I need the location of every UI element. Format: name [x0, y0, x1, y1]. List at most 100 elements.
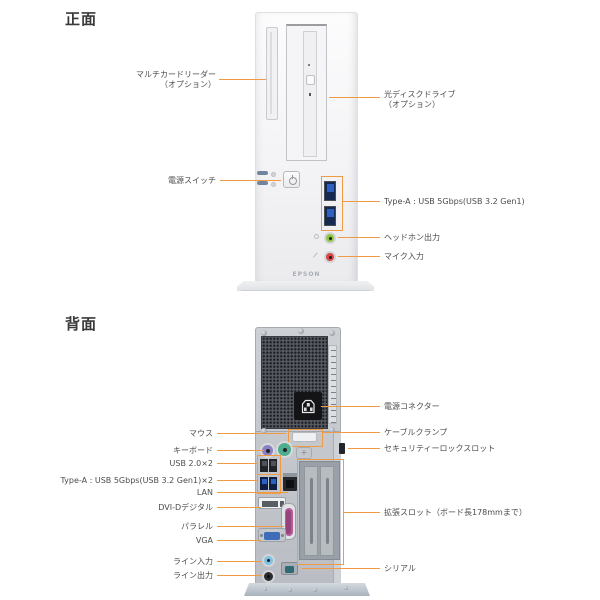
line-out-jack: [262, 570, 275, 583]
front-usb-tongue-2: [326, 209, 334, 217]
leader-power-switch: [220, 180, 281, 181]
usb3-port-1: [260, 477, 268, 490]
front-usb-tongue-1: [326, 184, 334, 192]
leader-mouse: [217, 433, 286, 434]
leader-usb2: [217, 463, 258, 464]
screw-mid-left: [261, 428, 267, 434]
label-power-connector: 電源コネクター: [384, 402, 440, 411]
leader-serial: [302, 568, 380, 569]
power-inlet-graphic: [294, 392, 322, 420]
front-stand-edge: [241, 290, 370, 291]
label-line-in: ライン入力: [173, 557, 213, 566]
cable-clamp: [292, 432, 317, 442]
usb2-highlight-box: [257, 455, 281, 475]
usb3-highlight-box: [257, 474, 281, 494]
label-parallel: パラレル: [181, 522, 213, 531]
screw-top-right: [329, 330, 335, 336]
line-in-jack: [262, 554, 275, 567]
headphone-jack-hole: [328, 236, 332, 240]
expansion-slot-cover-2: [320, 466, 334, 556]
vga-screw-right: [281, 534, 284, 537]
label-power-switch: 電源スイッチ: [168, 176, 216, 185]
security-lock-slot: [339, 443, 345, 454]
label-optical-line1: 光ディスクドライブ: [384, 90, 456, 99]
leader-security-lock: [348, 448, 380, 449]
usb2-port-2: [269, 459, 277, 472]
rear-panel-seam: [256, 431, 340, 432]
lan-port-shield: [283, 473, 297, 477]
label-mic: マイク入力: [384, 252, 424, 261]
epson-logo: EPSON: [292, 271, 321, 278]
led-dot-2: [271, 181, 276, 187]
expansion-slot-hole-2: [326, 478, 329, 544]
usb2-port-1: [260, 459, 268, 472]
serial-port: [281, 562, 298, 575]
vga-dsub: [264, 531, 280, 540]
leader-line-out: [217, 575, 262, 576]
usb3-tongue-1: [261, 479, 267, 484]
power-button: [283, 171, 300, 188]
mic-jack: [324, 251, 336, 263]
power-icon: [288, 176, 297, 185]
front-section-title: 正面: [65, 10, 98, 28]
label-vga: VGA: [195, 536, 213, 545]
card-reader-slot: [266, 27, 278, 120]
ps2-mouse-pin: [282, 447, 287, 452]
dvi-port: [258, 497, 286, 509]
label-optical: 光ディスクドライブ （オプション）: [384, 90, 455, 109]
usb2-tongue-2: [270, 461, 276, 466]
headphone-jack: [324, 232, 336, 244]
lan-port-hole: [286, 480, 294, 488]
label-mouse: マウス: [189, 429, 213, 438]
stand-screw-1: [263, 587, 267, 591]
label-cable-clamp: ケーブルクランプ: [384, 428, 448, 437]
expansion-slot-recess: [299, 461, 340, 560]
label-card-reader-line1: マルチカードリーダー: [136, 70, 216, 79]
optical-emergency-hole: [309, 93, 311, 96]
front-usb-highlight-box: [321, 176, 343, 231]
headphone-icon: [314, 234, 319, 239]
leader-cable-clamp: [323, 432, 380, 433]
front-usb-port-2: [324, 206, 336, 226]
screw-mid-right: [329, 427, 335, 433]
mic-jack-hole: [328, 255, 332, 259]
screw-top-mid: [298, 328, 304, 334]
dvi-pin-field: [261, 500, 278, 507]
optical-drive-bezel: [303, 31, 317, 157]
rear-stand-base: [244, 583, 370, 596]
stand-screw-2: [288, 588, 292, 592]
label-usb3: Type-A : USB 5Gbps(USB 3.2 Gen1)×2: [60, 476, 213, 485]
leader-line-in: [217, 561, 262, 562]
usb3-port-2: [269, 477, 277, 490]
card-reader-slit: [270, 32, 272, 114]
label-line-out: ライン出力: [173, 571, 213, 580]
optical-drive-bay: [286, 24, 327, 161]
front-stand-base: [237, 281, 374, 291]
leader-keyboard: [217, 450, 264, 451]
power-icon-bar: [291, 175, 293, 179]
fan-mount-plus: +: [296, 447, 312, 459]
line-in-hole: [267, 559, 270, 562]
leader-usb3: [217, 480, 258, 481]
label-card-reader-line2: （オプション）: [160, 79, 216, 89]
leader-lan: [217, 492, 288, 493]
parallel-pin-field: [286, 509, 291, 534]
leader-dvid: [217, 507, 261, 508]
ps2-mouse-port: [276, 441, 293, 458]
hdd-led: [257, 181, 268, 185]
power-inlet: [294, 392, 322, 420]
line-out-hole: [267, 575, 270, 578]
power-led: [257, 171, 268, 175]
label-dvid: DVI-Dデジタル: [158, 503, 213, 512]
leader-power-connector: [321, 406, 380, 407]
vga-screw-left: [260, 534, 263, 537]
label-serial: シリアル: [384, 564, 416, 573]
label-optical-line2: （オプション）: [384, 99, 440, 109]
stand-screw-4: [344, 586, 348, 590]
expansion-highlight-box: [297, 459, 344, 565]
optical-led: [308, 64, 310, 66]
dvi-analog-block: [280, 500, 284, 507]
leader-front-usb: [342, 201, 380, 202]
cert-label-strip: [328, 345, 337, 424]
